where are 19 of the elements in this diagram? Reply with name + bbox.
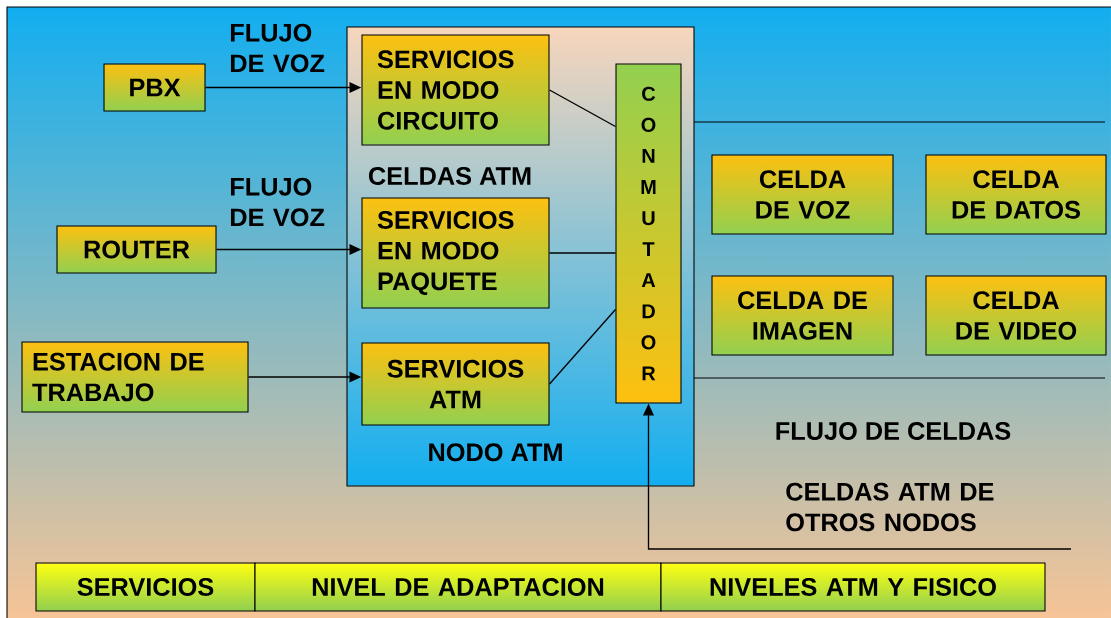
layer-box: NIVELES ATM Y FISICO (660, 562, 1046, 612)
process-box: CELDA DE IMAGEN (711, 275, 894, 356)
process-box: ESTACION DE TRABAJO (21, 341, 249, 413)
process-box: SERVICIOS EN MODO CIRCUITO (361, 34, 550, 146)
edge-label: FLUJO DE VOZ (230, 23, 325, 73)
switch-box: CONMUTADOR (615, 63, 682, 404)
text-label: CELDAS ATM DE OTROS NODOS (786, 482, 994, 532)
layer-box: NIVEL DE ADAPTACION (254, 562, 662, 612)
text-label: FLUJO DE CELDAS (776, 422, 1011, 440)
text-label: CELDAS ATM (368, 167, 531, 185)
layer-box: SERVICIOS (35, 562, 256, 612)
process-box: PBX (103, 63, 206, 112)
process-box: ROUTER (56, 225, 217, 274)
process-box: CELDA DE VOZ (711, 154, 894, 235)
process-box: SERVICIOS ATM (361, 342, 550, 426)
process-box: CELDA DE DATOS (925, 154, 1107, 235)
edge-label: FLUJO DE VOZ (230, 177, 325, 227)
process-box: CELDA DE VIDEO (925, 275, 1107, 356)
process-box: SERVICIOS EN MODO PAQUETE (361, 197, 550, 309)
